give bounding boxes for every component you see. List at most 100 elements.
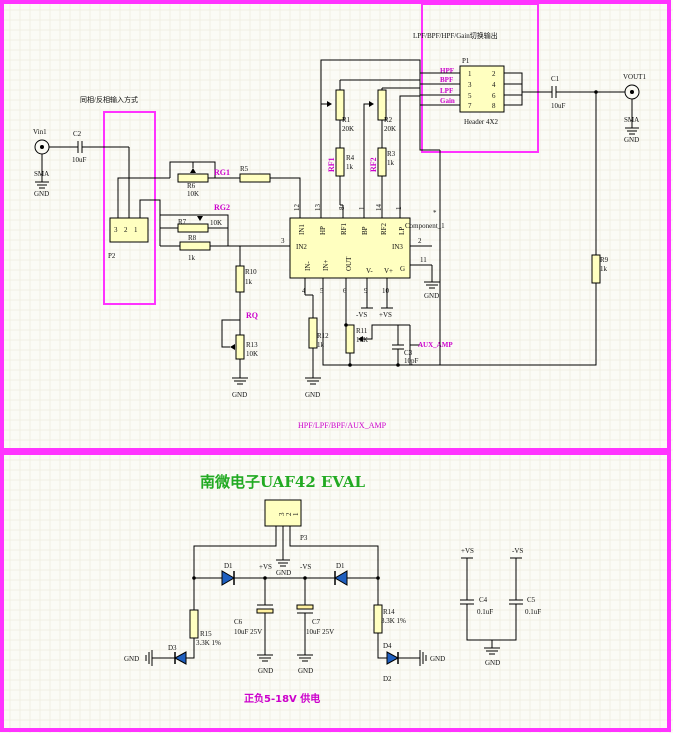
ic-supply-labels: -VS +VS [356, 295, 393, 319]
vin-connector: Vin1 SMA GND [33, 128, 78, 198]
ic-name-inp: IN+ [322, 260, 330, 271]
r2-val: 20K [384, 125, 396, 133]
ic-name-rf2: RF2 [380, 222, 388, 235]
r1-val: 20K [342, 125, 354, 133]
p1-pin2: 2 [492, 70, 496, 78]
ic-vs-neg: -VS [356, 311, 367, 319]
capacitor-c2: C2 10uF [72, 130, 129, 164]
c7-gnd: GND [298, 667, 313, 675]
rq-network: R10 1k RQ R13 10K GND [221, 246, 258, 399]
ic-pin10: 10 [382, 287, 390, 295]
ic-name-in3: IN3 [392, 243, 403, 251]
c3-ref: C3 [404, 349, 413, 357]
vout-gnd: GND [624, 136, 639, 144]
ic-name-out: OUT [345, 256, 353, 271]
ic-ref: Component_1 [405, 222, 445, 230]
ic-name-vm: V- [366, 267, 373, 275]
top-section-frame [0, 0, 671, 452]
ic-g-ground: GND [424, 265, 440, 300]
r10-val: 1k [245, 278, 253, 286]
d4-ref: D4 [383, 642, 392, 650]
r9-val: 1k [600, 265, 608, 273]
ic-pin13: 13 [314, 204, 322, 212]
rq-gnd: GND [232, 391, 247, 399]
ic-name-bp: BP [361, 226, 369, 235]
p3-pin1: 1 [292, 512, 300, 516]
decoupling-caps: +VS -VS GND C4 0.1uF C5 0.1uF [460, 547, 541, 667]
ic-pin14: 14 [375, 204, 383, 212]
rf2-label: RF2 [369, 157, 378, 172]
positive-rail: D1 +VS GND C6 10uF 25V [194, 562, 305, 675]
c2-ref: C2 [73, 130, 82, 138]
input-mode-caption: 同相/反相输入方式 [80, 95, 138, 104]
ic-pin9: 9 [364, 287, 368, 295]
r7-val: 10K [210, 219, 222, 227]
uaf42-ic: 12 13 8 1 14 1 IN1 HP RF1 BP RF2 LP IN2 … [278, 204, 445, 295]
p1-pin6: 6 [492, 92, 496, 100]
r4-ref: R4 [346, 154, 355, 162]
r15-val: 3.3K 1% [196, 639, 221, 647]
p1-pin5: 5 [468, 92, 472, 100]
ic-name-in2: IN2 [296, 243, 307, 251]
p2-pin3: 3 [114, 226, 118, 234]
r15-ref: R15 [200, 630, 212, 638]
output-network: C1 10uF R9 1k VOUT1 SMA GND [440, 73, 646, 366]
ic-pin12: 12 [293, 204, 301, 212]
r9-ref: R9 [600, 256, 609, 264]
led-d3-branch: GND D3 R15 3.3K 1% [124, 576, 221, 666]
rf1-label: RF1 [327, 157, 336, 172]
c5-ref: C5 [527, 596, 536, 604]
cap-gnd: GND [485, 659, 500, 667]
p2-pin2: 2 [124, 226, 128, 234]
p1-label-gain: Gain [440, 97, 455, 105]
ic-name-lp: LP [398, 227, 406, 235]
rg2-network: RG2 R7 10K R8 1k [159, 203, 290, 262]
d2-ref: D2 [383, 675, 392, 683]
r14-ref: R14 [383, 608, 395, 616]
c4-ref: C4 [479, 596, 488, 604]
section-caption: HPF/LPF/BPF/AUX_AMP [298, 421, 387, 430]
aux-amp-label: AUX_AMP [418, 341, 453, 349]
c1-ref: C1 [551, 75, 560, 83]
p1-pin8: 8 [492, 102, 496, 110]
ic-pin1b: 1 [395, 206, 403, 210]
ic-pin4: 4 [302, 287, 306, 295]
ic-name-in1: IN1 [298, 224, 306, 235]
rail-nvs: -VS [300, 563, 311, 571]
r12-val: 1k [317, 341, 325, 349]
ic-name-vp: V+ [384, 267, 393, 275]
r13-ref: R13 [246, 341, 258, 349]
ic-name-rf1: RF1 [340, 222, 348, 235]
c6-val: 10uF 25V [234, 628, 262, 636]
p1-label-bpf: BPF [440, 76, 453, 84]
ic-pin8: 8 [338, 206, 346, 210]
r11-val: 10K [356, 336, 368, 344]
p2-pin1: 1 [134, 226, 138, 234]
bottom-section-frame [0, 451, 671, 732]
c5-val: 0.1uF [525, 608, 541, 616]
r12-gnd: GND [305, 391, 320, 399]
c3-val: 10pF [404, 357, 419, 365]
vin-gnd: GND [34, 190, 49, 198]
board-title: 南微电子UAF42 EVAL [200, 473, 366, 491]
jumper-p2: 3 2 1 P2 [108, 147, 170, 260]
r13-val: 10K [246, 350, 258, 358]
r5-ref: R5 [240, 165, 249, 173]
d3-ref: D3 [168, 644, 177, 652]
c1-val: 10uF [551, 102, 566, 110]
c7-val: 10uF 25V [306, 628, 334, 636]
ic-name-inm: IN- [304, 261, 312, 271]
negative-rail: D1 -VS GND C7 10uF 25V [296, 562, 380, 675]
ic-star: * [433, 209, 437, 217]
vout-ref: VOUT1 [623, 73, 646, 81]
resistor-r12: R12 1k GND [305, 294, 329, 399]
rq-label: RQ [246, 311, 258, 320]
p2-ref: P2 [108, 252, 116, 260]
g-gnd: GND [424, 292, 439, 300]
p3-pin3: 3 [278, 512, 286, 516]
switch-output-box [421, 3, 539, 153]
r1-ref: R1 [342, 116, 351, 124]
ic-pin6: 6 [343, 287, 347, 295]
r6-val: 10K [187, 190, 199, 198]
